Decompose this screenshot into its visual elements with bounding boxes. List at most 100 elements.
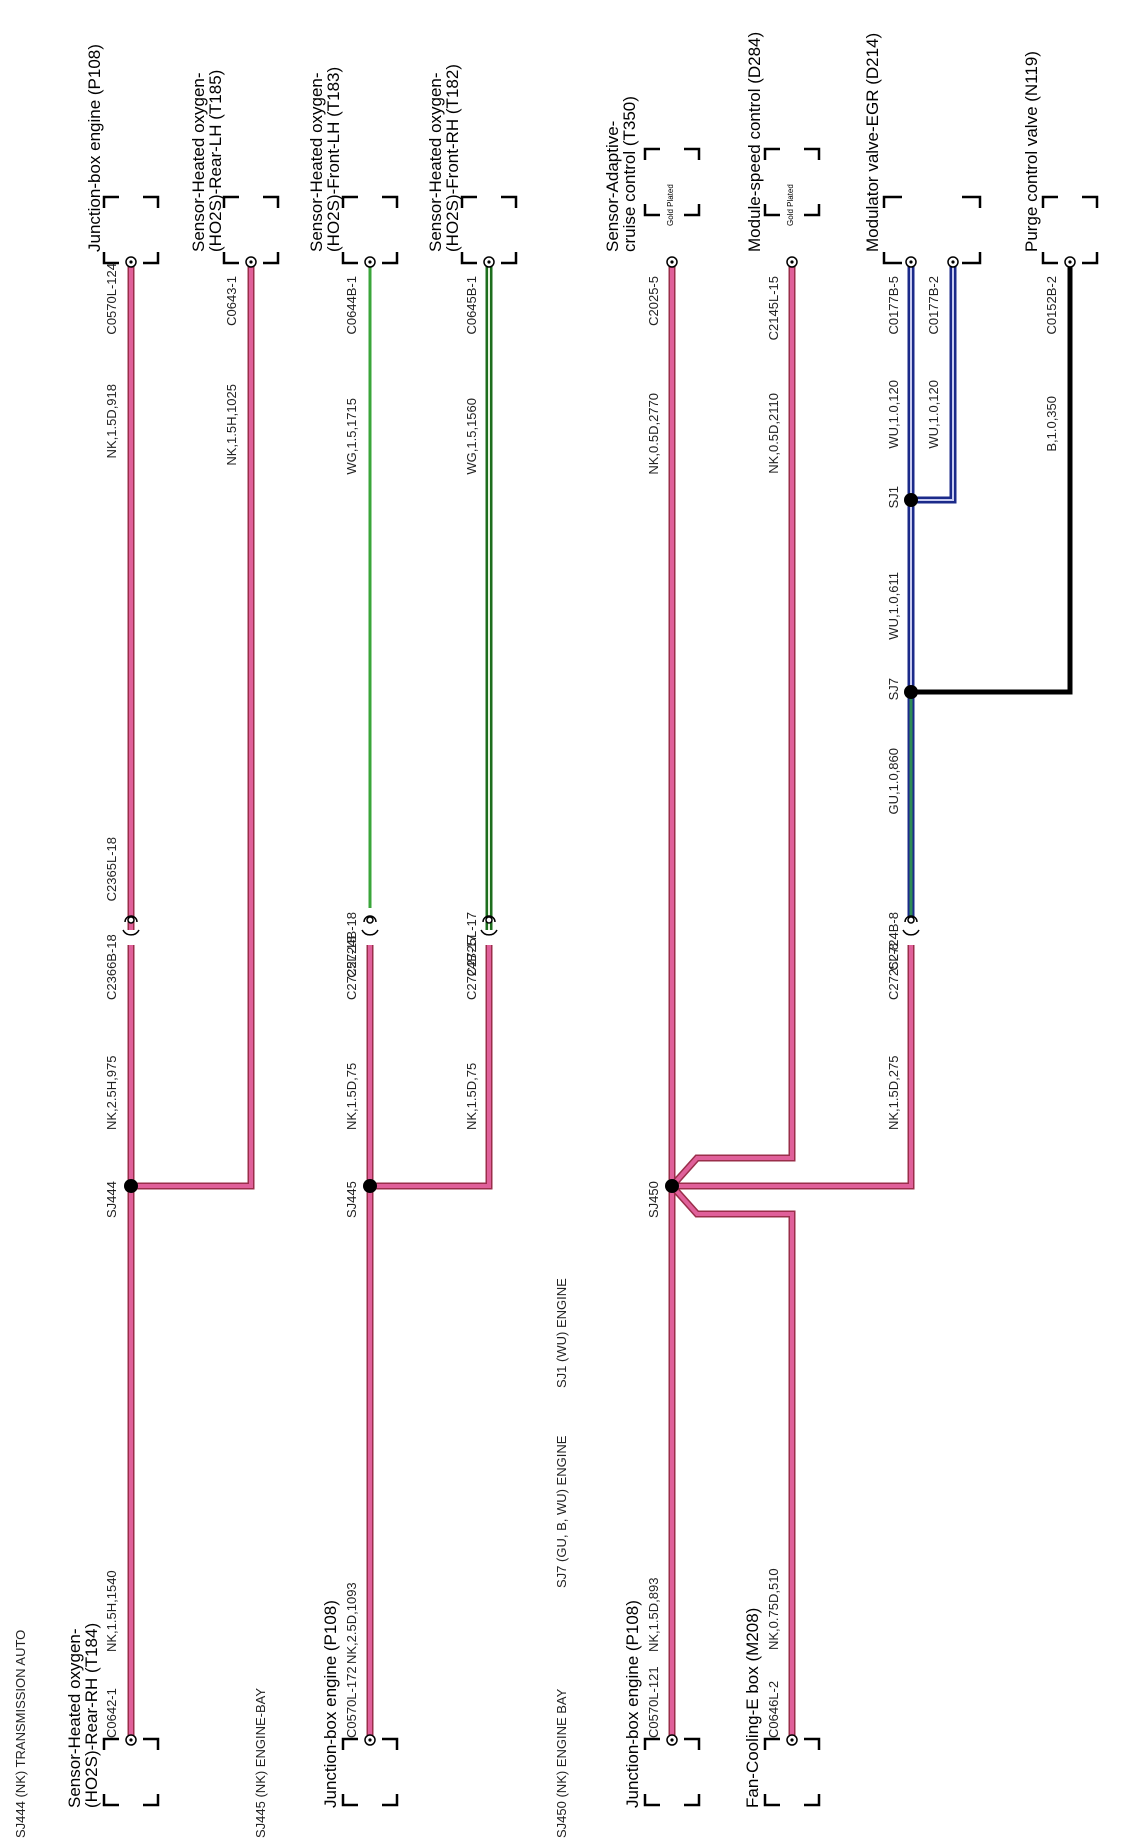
component-name-c4-line2: (HO2S)-Front-RH (T182) — [443, 64, 462, 252]
inline-pin-label-x3a: C2725L-18 — [344, 936, 359, 1000]
component-name-c4-line1: Sensor-Heated oxygen- — [426, 72, 445, 252]
component-name-c2-line2: (HO2S)-Rear-LH (T185) — [206, 70, 225, 252]
component-name-c6: Module-speed control (D284) — [745, 32, 764, 252]
splice-dot-sj444 — [124, 1179, 138, 1193]
wire-nk-col2 — [131, 262, 255, 1190]
splice-label-sj450: SJ450 — [646, 1181, 661, 1218]
pin-label-q4: C0646L-2 — [766, 1681, 781, 1738]
pin-label-q2: C0570L-172 — [344, 1666, 359, 1738]
connector-box-b4 — [763, 1737, 821, 1807]
gold-plated-label-c6: Gold Plated — [786, 184, 795, 226]
wire-label-w10: GU,1.0,860 — [886, 748, 901, 815]
connector-box-b3 — [643, 1737, 701, 1807]
wire-nk-col6-top — [669, 262, 796, 1189]
wire-label-w18: NK,0.75D,510 — [766, 1568, 781, 1650]
component-name-b3: Junction-box engine (P108) — [623, 1600, 642, 1808]
pin-terminal-bottom-col5 — [666, 1734, 678, 1746]
wire-nk-col7-bottom — [672, 945, 915, 1190]
pin-terminal-top-col7b — [947, 256, 959, 268]
pin-label-p4: C0645B-1 — [464, 276, 479, 335]
wire-label-w15: NK,1.5H,1540 — [104, 1570, 119, 1652]
splice-label-sj7: SJ7 — [886, 678, 901, 700]
wire-b-col8 — [911, 262, 1073, 695]
component-name-c8: Purge control valve (N119) — [1022, 51, 1041, 252]
gold-plated-label-c5: Gold Plated — [666, 184, 675, 226]
connector-box-c3 — [341, 195, 399, 265]
wire-nk-col6-bottom — [669, 1183, 796, 1740]
wire-label-w5: NK,0.5D,2770 — [646, 393, 661, 475]
pin-label-p5: C2025-5 — [646, 276, 661, 326]
note-sj445: SJ445 (NK) ENGINE-BAY — [253, 1688, 268, 1838]
wire-label-w3: WG,1.5,1715 — [344, 398, 359, 475]
wire-label-w9: WU,1.0,611 — [886, 572, 901, 640]
wire-label-w8: B,1.0,350 — [1044, 396, 1059, 452]
inline-connector-col4 — [480, 915, 498, 936]
splice-label-sj1: SJ1 — [886, 486, 901, 508]
inline-connector-col7 — [902, 915, 920, 936]
wire-label-w7b: WU,1.0,120 — [926, 380, 941, 449]
component-name-c5-line2: cruise control (T350) — [620, 96, 639, 252]
pin-terminals — [125, 256, 1076, 1746]
connector-box-c1 — [102, 195, 160, 265]
pin-label-p7: C0177B-5 — [886, 276, 901, 335]
wire-label-w2: NK,1.5H,1025 — [224, 384, 239, 466]
splice-dot-sj450 — [665, 1179, 679, 1193]
pin-terminal-bottom-col3 — [364, 1734, 376, 1746]
wire-label-w6: NK,0.5D,2110 — [766, 393, 781, 474]
component-name-b1-line2: (HO2S)-Rear-RH (T184) — [82, 1623, 101, 1808]
wire-label-w11: NK,2.5H,975 — [104, 1056, 119, 1130]
splice-dot-sj7 — [904, 685, 918, 699]
note-sj7: SJ7 (GU, B, WU) ENGINE — [554, 1435, 569, 1588]
wires — [127, 262, 1073, 1740]
pin-label-q3: C0570L-121 — [646, 1666, 661, 1738]
inline-pin-label-x4b: C2725L-17 — [464, 912, 479, 976]
pin-label-p9: C0152B-2 — [1044, 276, 1059, 335]
pin-label-p2: C0643-1 — [224, 276, 239, 326]
component-name-c7: Modulator valve-EGR (D214) — [863, 33, 882, 252]
pin-terminal-top-col5 — [666, 256, 678, 268]
pin-terminal-bottom-col6 — [786, 1734, 798, 1746]
pin-terminal-top-col3 — [364, 256, 376, 268]
pin-label-p3: C0644B-1 — [344, 276, 359, 335]
inline-pin-label-x4a: C2724B-17 — [464, 934, 479, 1000]
inline-pin-label-x1b: C2365L-18 — [104, 837, 119, 901]
inline-pin-label-x7b: C2724B-8 — [886, 912, 901, 971]
component-name-c2-line1: Sensor-Heated oxygen- — [189, 72, 208, 252]
wire-nk-col4 — [370, 945, 493, 1190]
splice-dot-sj445 — [363, 1179, 377, 1193]
splice-dot-sj1 — [904, 493, 918, 507]
pin-terminal-top-col1 — [125, 256, 137, 268]
component-name-b4: Fan-Cooling-E box (M208) — [743, 1608, 762, 1808]
inline-connector-col3 — [361, 915, 379, 936]
wire-label-w16: NK,2.5D,1093 — [344, 1582, 359, 1664]
note-sj444: SJ444 (NK) TRANSMISSION AUTO — [13, 1630, 28, 1838]
wire-label-w17: NK,1.5D,893 — [646, 1578, 661, 1652]
inline-connector-col1 — [122, 915, 140, 936]
inline-pin-label-x3b: C2724B-18 — [344, 912, 359, 978]
connector-boxes — [102, 147, 1099, 1807]
pin-terminal-top-col8 — [1064, 256, 1076, 268]
component-name-c3-line1: Sensor-Heated oxygen- — [307, 72, 326, 252]
connector-box-c2 — [222, 195, 280, 265]
splice-label-sj444: SJ444 — [104, 1181, 119, 1218]
note-sj1: SJ1 (WU) ENGINE — [554, 1278, 569, 1388]
pin-terminal-top-col2 — [245, 256, 257, 268]
wire-label-w13: NK,1.5D,75 — [464, 1063, 479, 1130]
wire-label-w7a: WU,1.0,120 — [886, 380, 901, 449]
wire-label-w12: NK,1.5D,75 — [344, 1063, 359, 1130]
component-name-c5-line1: Sensor-Adaptive- — [603, 121, 622, 252]
pin-label-p1: C0570L-124 — [104, 263, 119, 335]
labels: SJ444 (NK) TRANSMISSION AUTO SJ445 (NK) … — [13, 32, 1059, 1838]
wire-wu-col7b — [911, 262, 957, 504]
connector-box-c4 — [460, 195, 518, 265]
inline-pin-label-x1a: C2366B-18 — [104, 934, 119, 1000]
note-sj450: SJ450 (NK) ENGINE BAY — [554, 1688, 569, 1838]
pin-label-q1: C0642-1 — [104, 1688, 119, 1738]
pin-terminal-top-col7 — [905, 256, 917, 268]
splice-label-sj445: SJ445 — [344, 1181, 359, 1218]
component-name-c3-line2: (HO2S)-Front-LH (T183) — [324, 67, 343, 252]
connector-box-c8 — [1041, 195, 1099, 265]
inline-connectors — [122, 915, 920, 936]
pin-terminal-bottom-col1 — [125, 1734, 137, 1746]
